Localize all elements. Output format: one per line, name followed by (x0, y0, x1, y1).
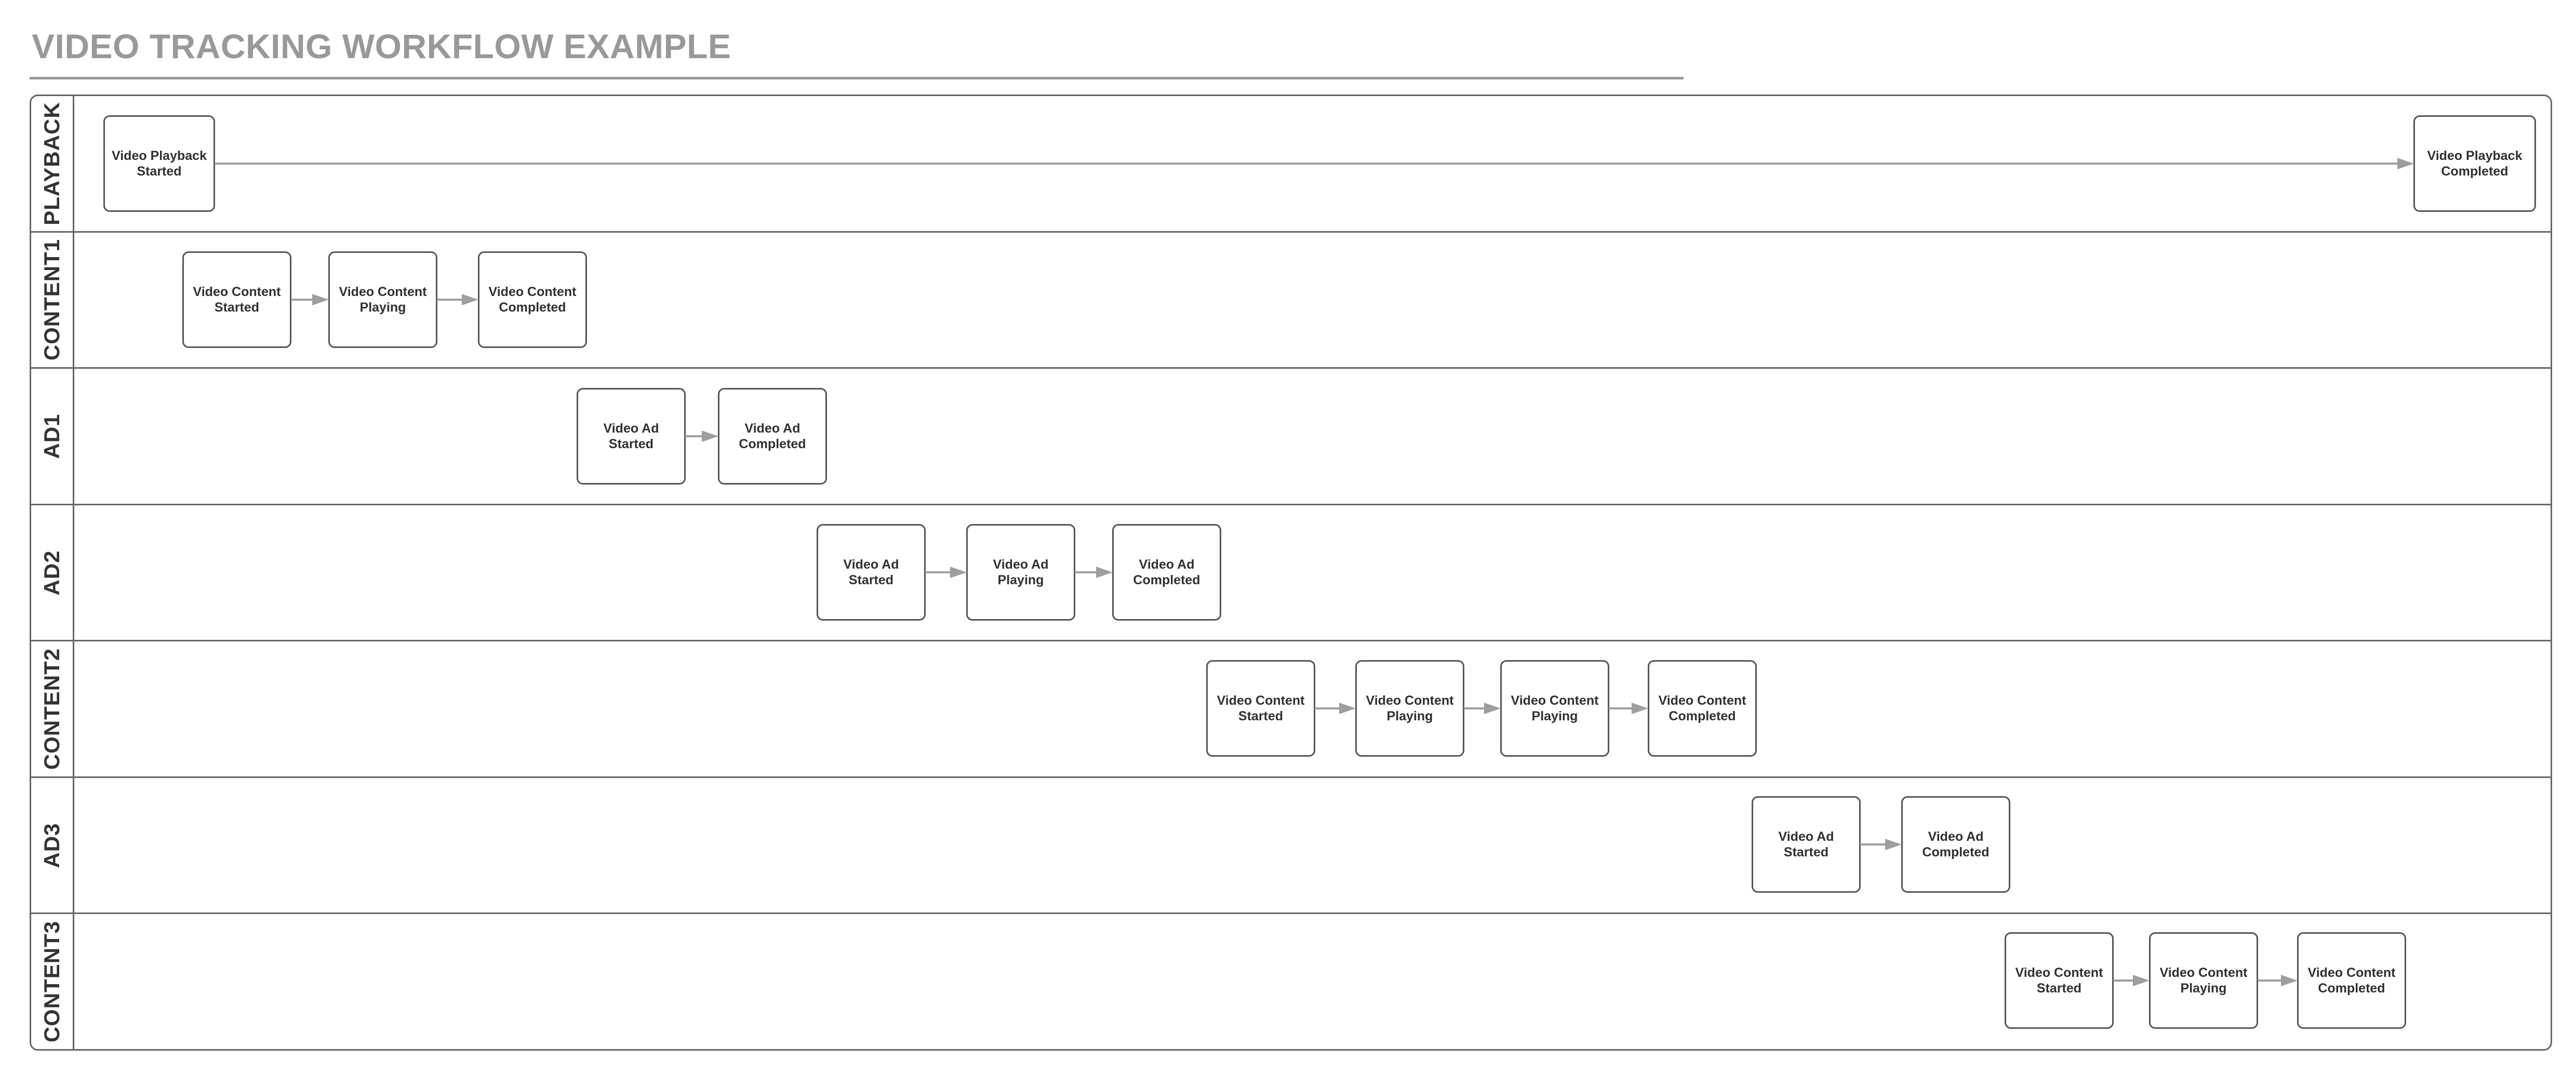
swimlane-content3: CONTENT3 (31, 914, 2551, 1049)
lane-header-ad2: AD2 (31, 505, 74, 640)
lane-header-playback: PLAYBACK (31, 96, 74, 231)
node-video-content-playing[interactable]: Video Content Playing (328, 251, 437, 348)
node-video-content-completed[interactable]: Video Content Completed (478, 251, 587, 348)
lane-body (74, 505, 2551, 640)
node-video-content-playing[interactable]: Video Content Playing (2149, 932, 2258, 1029)
node-video-content-playing[interactable]: Video Content Playing (1500, 660, 1609, 757)
lane-label: PLAYBACK (39, 102, 64, 225)
node-video-ad-playing[interactable]: Video Ad Playing (966, 524, 1075, 621)
lane-label: AD2 (39, 550, 64, 596)
swimlane-playback: PLAYBACK (31, 96, 2551, 233)
node-video-ad-started[interactable]: Video Ad Started (577, 387, 686, 485)
lane-header-ad3: AD3 (31, 777, 74, 913)
node-video-ad-started[interactable]: Video Ad Started (1752, 796, 1861, 893)
lane-label: AD1 (39, 413, 64, 459)
lane-body (74, 778, 2551, 913)
node-video-content-completed[interactable]: Video Content Completed (2297, 932, 2406, 1029)
node-video-ad-completed[interactable]: Video Ad Completed (718, 387, 827, 485)
node-video-playback-completed[interactable]: Video Playback Completed (2413, 115, 2536, 212)
swimlane-ad1: AD1 (31, 369, 2551, 505)
lane-body (74, 369, 2551, 504)
lane-label: CONTENT3 (39, 921, 64, 1043)
node-video-ad-started[interactable]: Video Ad Started (817, 524, 926, 621)
node-video-content-started[interactable]: Video Content Started (1206, 660, 1315, 757)
lane-label: CONTENT2 (39, 648, 64, 770)
lane-header-ad1: AD1 (31, 369, 74, 504)
lane-label: AD3 (39, 823, 64, 868)
diagram-title: VIDEO TRACKING WORKFLOW EXAMPLE (32, 27, 731, 65)
lane-header-content2: CONTENT2 (31, 641, 74, 776)
node-video-ad-completed[interactable]: Video Ad Completed (1112, 524, 1221, 621)
node-video-content-started[interactable]: Video Content Started (182, 251, 291, 348)
lane-header-content3: CONTENT3 (31, 914, 74, 1049)
swimlane-ad3: AD3 (31, 777, 2551, 915)
node-video-ad-completed[interactable]: Video Ad Completed (1901, 796, 2010, 893)
swimlane-ad2: AD2 (31, 505, 2551, 642)
node-video-content-completed[interactable]: Video Content Completed (1648, 660, 1757, 757)
node-video-playback-started[interactable]: Video Playback Started (103, 115, 215, 212)
swimlane-content1: CONTENT1 (31, 232, 2551, 369)
title-underline (30, 77, 1684, 79)
lane-body (74, 233, 2551, 368)
swimlane-content2: CONTENT2 (31, 641, 2551, 778)
lane-header-content1: CONTENT1 (31, 232, 74, 368)
lane-label: CONTENT1 (39, 239, 64, 361)
node-video-content-started[interactable]: Video Content Started (2005, 932, 2114, 1029)
lane-body (74, 96, 2551, 231)
node-video-content-playing[interactable]: Video Content Playing (1355, 660, 1464, 757)
